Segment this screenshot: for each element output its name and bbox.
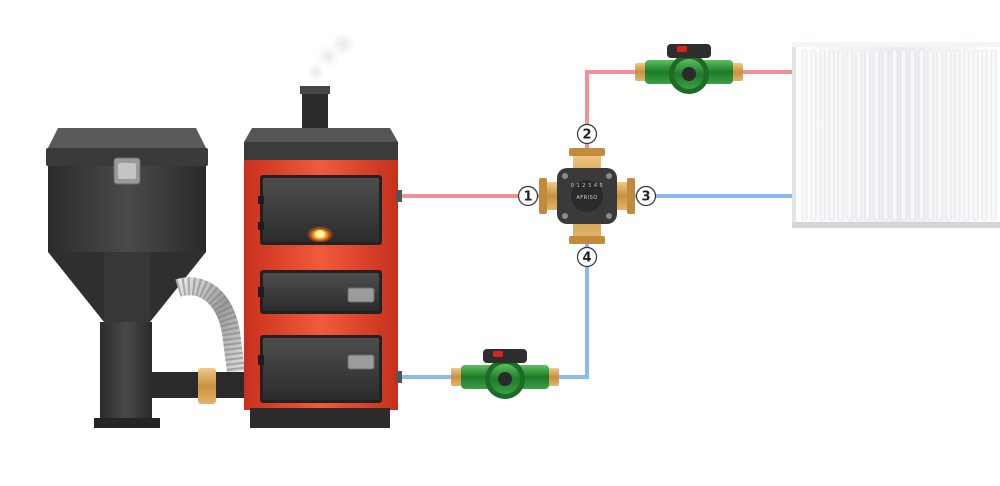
radiator-fin bbox=[891, 49, 898, 221]
radiator-fin bbox=[882, 49, 889, 221]
port-marker-1: 1 bbox=[517, 185, 539, 207]
circulation-pump-icon bbox=[451, 349, 559, 399]
radiator-fin bbox=[990, 49, 997, 221]
cold-return-pipe bbox=[398, 194, 795, 379]
radiator-fin bbox=[909, 49, 916, 221]
pellet-hopper-icon bbox=[46, 128, 208, 428]
radiator-icon bbox=[792, 42, 1000, 228]
port-marker-2: 2 bbox=[576, 123, 598, 145]
port-marker-1-label: 1 bbox=[523, 190, 532, 205]
port-marker-3-label: 3 bbox=[641, 190, 650, 205]
radiator-fin bbox=[954, 49, 961, 221]
radiator-fin bbox=[810, 49, 817, 221]
valve-scale-text: 0 1 2 3 4 5 bbox=[571, 183, 604, 189]
radiator-fin bbox=[900, 49, 907, 221]
radiator-fin bbox=[828, 49, 835, 221]
port-marker-4: 4 bbox=[576, 246, 598, 268]
radiator-fin bbox=[846, 49, 853, 221]
port-marker-2-label: 2 bbox=[582, 128, 591, 143]
port-marker-3: 3 bbox=[635, 185, 657, 207]
radiator-fin bbox=[864, 49, 871, 221]
radiator-fin bbox=[981, 49, 988, 221]
flame-icon bbox=[306, 224, 334, 242]
valve-brand-text: AFRISO bbox=[576, 195, 597, 201]
radiator-fin bbox=[801, 49, 808, 221]
radiator-fin bbox=[918, 49, 925, 221]
radiator-fin bbox=[819, 49, 826, 221]
radiator-fin bbox=[945, 49, 952, 221]
radiator-fin bbox=[855, 49, 862, 221]
radiator-fin bbox=[972, 49, 979, 221]
chimney-icon bbox=[300, 86, 330, 134]
radiator-fin bbox=[963, 49, 970, 221]
port-marker-4-label: 4 bbox=[582, 251, 591, 266]
smoke-icon bbox=[307, 32, 355, 81]
auger-hose bbox=[150, 277, 250, 404]
radiator-fin bbox=[837, 49, 844, 221]
circulation-pump-icon bbox=[635, 44, 743, 94]
radiator-fin bbox=[927, 49, 934, 221]
radiator-fins bbox=[801, 49, 997, 221]
boiler-icon bbox=[244, 32, 402, 428]
radiator-fin bbox=[873, 49, 880, 221]
mixing-valve-icon: 0 1 2 3 4 5 AFRISO bbox=[539, 148, 635, 244]
radiator-fin bbox=[936, 49, 943, 221]
